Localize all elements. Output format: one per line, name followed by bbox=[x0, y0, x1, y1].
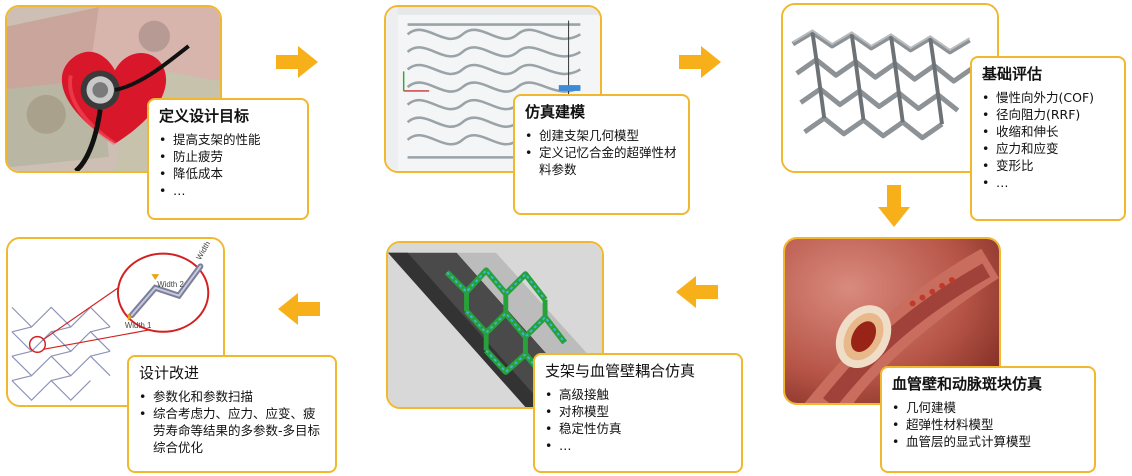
step-title: 仿真建模 bbox=[525, 103, 586, 121]
step-item: 参数化和参数扫描 bbox=[139, 388, 327, 405]
arrow-left-icon bbox=[278, 293, 320, 325]
step-card-define-goals: 定义设计目标 提高支架的性能 防止疲劳 降低成本 … bbox=[147, 98, 309, 220]
stent-3d-model-image bbox=[781, 3, 999, 173]
step-item: 血管层的显式计算模型 bbox=[892, 433, 1086, 450]
step-item: 收缩和伸长 bbox=[982, 123, 1116, 140]
step-item: 应力和应变 bbox=[982, 140, 1116, 157]
arrow-down-icon bbox=[878, 185, 910, 227]
step-item: 定义记忆合金的超弹性材料参数 bbox=[525, 144, 680, 178]
width-1-label: Width 1 bbox=[125, 321, 152, 330]
step-title: 定义设计目标 bbox=[159, 107, 250, 125]
step-item: 高级接触 bbox=[545, 386, 733, 403]
step-item: 超弹性材料模型 bbox=[892, 416, 1086, 433]
arrow-left-icon bbox=[676, 276, 718, 308]
step-card-simulation-modeling: 仿真建模 创建支架几何模型 定义记忆合金的超弹性材料参数 bbox=[513, 94, 690, 215]
step-item: 变形比 bbox=[982, 157, 1116, 174]
arrow-right-icon bbox=[276, 46, 318, 78]
arrow-right-icon bbox=[679, 46, 721, 78]
step-item: 创建支架几何模型 bbox=[525, 127, 680, 144]
step-title: 血管壁和动脉斑块仿真 bbox=[892, 375, 1043, 393]
step-item: 慢性向外力(COF) bbox=[982, 89, 1116, 106]
step-title: 支架与血管壁耦合仿真 bbox=[545, 362, 696, 380]
step-item: … bbox=[982, 174, 1116, 191]
step-item: 防止疲劳 bbox=[159, 148, 299, 165]
step-card-stent-vessel-coupling: 支架与血管壁耦合仿真 高级接触 对称模型 稳定性仿真 … bbox=[533, 353, 743, 473]
step-card-design-improvement: 设计改进 参数化和参数扫描 综合考虑力、应力、应变、疲劳寿命等结果的多参数-多目… bbox=[127, 355, 337, 473]
step-item: … bbox=[545, 437, 733, 454]
step-item: … bbox=[159, 182, 299, 199]
step-title: 设计改进 bbox=[139, 364, 200, 382]
step-card-basic-evaluation: 基础评估 慢性向外力(COF) 径向阻力(RRF) 收缩和伸长 应力和应变 变形… bbox=[970, 56, 1126, 221]
step-item: 对称模型 bbox=[545, 403, 733, 420]
step-title: 基础评估 bbox=[982, 65, 1043, 83]
step-item: 径向阻力(RRF) bbox=[982, 106, 1116, 123]
step-item: 综合考虑力、应力、应变、疲劳寿命等结果的多参数-多目标综合优化 bbox=[139, 405, 327, 456]
step-item: 稳定性仿真 bbox=[545, 420, 733, 437]
step-item: 提高支架的性能 bbox=[159, 131, 299, 148]
step-item: 降低成本 bbox=[159, 165, 299, 182]
stent-cad-model-image bbox=[384, 5, 602, 173]
width-2-label: Width 2 bbox=[157, 280, 184, 289]
step-card-vessel-plaque-simulation: 血管壁和动脉斑块仿真 几何建模 超弹性材料模型 血管层的显式计算模型 bbox=[880, 366, 1096, 473]
step-item: 几何建模 bbox=[892, 399, 1086, 416]
